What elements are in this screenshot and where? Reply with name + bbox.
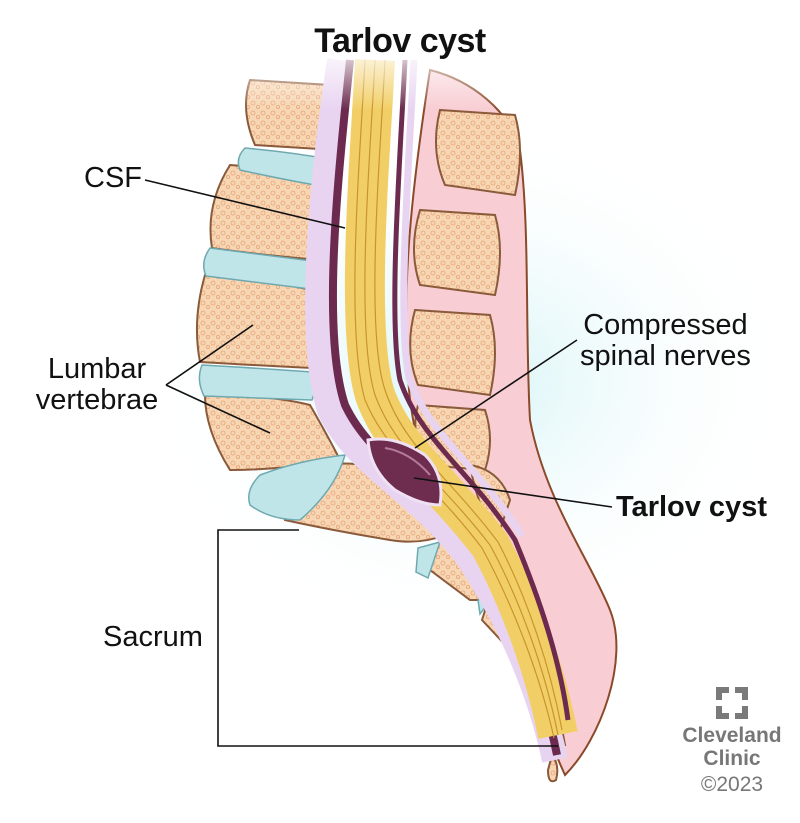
top-fade <box>180 40 580 110</box>
lumbar-leader-upper <box>165 324 254 386</box>
brand-name-line1: Cleveland <box>682 724 782 747</box>
compressed-leader <box>414 339 578 449</box>
label-compressed-line1: Compressed <box>583 309 748 341</box>
csf-leader <box>144 179 346 229</box>
label-tarlov-cyst: Tarlov cyst <box>616 491 767 523</box>
label-compressed-line2: spinal nerves <box>580 340 751 372</box>
label-lumbar-vertebrae: Lumbar vertebrae <box>32 354 162 416</box>
label-lumbar-line1: Lumbar <box>47 353 147 385</box>
cleveland-clinic-logo: Cleveland Clinic ©2023 <box>672 686 792 798</box>
diagram-title: Tarlov cyst <box>314 22 486 60</box>
label-sacrum: Sacrum <box>103 621 203 653</box>
sacrum-bracket <box>217 529 558 747</box>
cleveland-clinic-cross-icon <box>716 687 748 719</box>
brand-name-line2: Clinic <box>703 747 761 770</box>
label-lumbar-line2: vertebrae <box>35 384 159 416</box>
label-compressed-spinal-nerves: Compressed spinal nerves <box>580 310 751 372</box>
leader-lines <box>144 179 613 747</box>
copyright: ©2023 <box>700 773 764 796</box>
tarlov-leader <box>413 477 613 508</box>
label-csf: CSF <box>84 162 142 194</box>
tarlov-cyst <box>366 437 443 507</box>
lumbar-leader-lower <box>165 384 271 434</box>
